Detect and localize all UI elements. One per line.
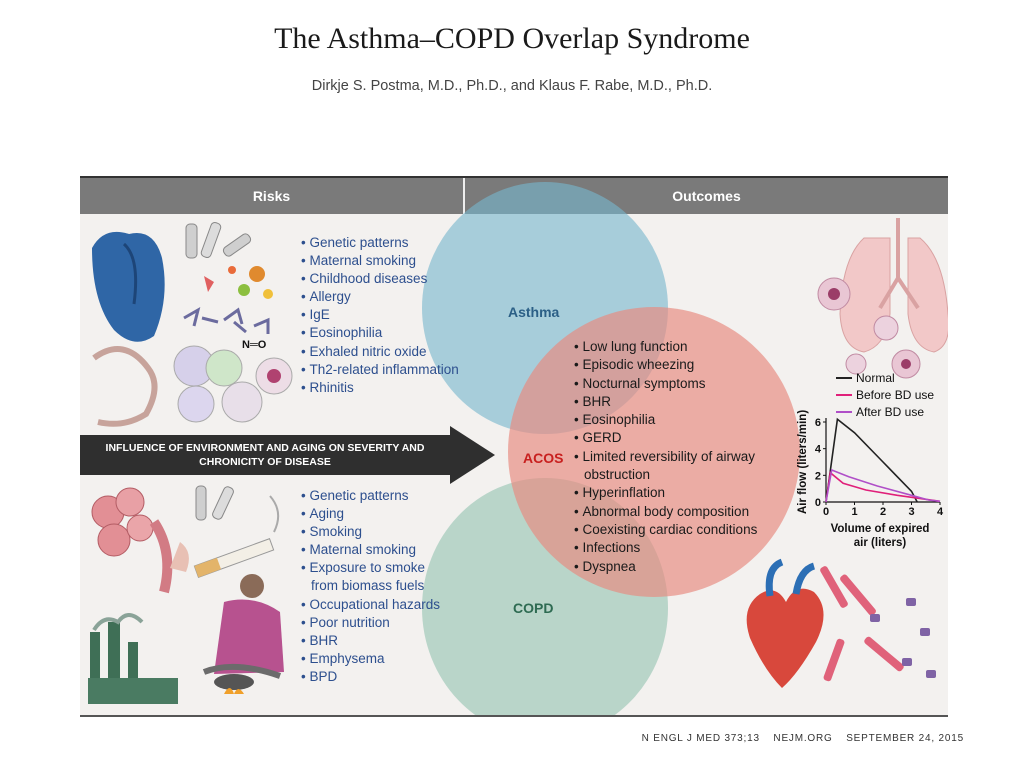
influence-arrow-head — [450, 426, 495, 484]
chart-xlabel-line1: Volume of expired — [831, 523, 930, 535]
list-item: Abnormal body composition — [574, 503, 757, 521]
list-item: IgE — [301, 306, 459, 324]
chart-x-tick-label: 4 — [937, 506, 944, 518]
chart-x-tick-label: 0 — [823, 506, 829, 518]
chart-ylabel: Air flow (liters/min) — [797, 410, 809, 514]
list-item: Eosinophilia — [574, 411, 757, 429]
header-risks: Risks — [80, 178, 463, 214]
journal-footer: N ENGL J MED 373;13 NEJM.ORG SEPTEMBER 2… — [632, 733, 964, 744]
chart-legend-label: After BD use — [856, 405, 924, 419]
body-composition-icon — [820, 566, 936, 682]
footer-date: SEPTEMBER 24, 2015 — [846, 733, 964, 744]
asthma-illustrations: N═O — [92, 222, 293, 427]
list-item: Genetic patterns — [301, 234, 459, 252]
chromosome-icon — [185, 222, 252, 259]
chart-legend-label: Before BD use — [856, 388, 934, 402]
list-item: Exhaled nitric oxide — [301, 343, 459, 361]
list-item: BHR — [574, 393, 757, 411]
list-item: Genetic patterns — [301, 487, 440, 505]
list-item: Limited reversibility of airway — [574, 448, 757, 466]
list-item: Smoking — [301, 523, 440, 541]
list-item: Emphysema — [301, 650, 440, 668]
list-item: BHR — [301, 632, 440, 650]
chart-series-line — [825, 417, 918, 503]
outcome-illustrations — [746, 218, 948, 688]
chart-y-tick-label: 4 — [815, 444, 822, 456]
list-item: Exposure to smoke — [301, 559, 440, 577]
list-item: Rhinitis — [301, 379, 459, 397]
alveoli-icon — [91, 487, 173, 594]
list-item: GERD — [574, 429, 757, 447]
chart-x-tick-label: 1 — [851, 506, 857, 518]
chart-y-tick-label: 0 — [815, 497, 821, 509]
asthma-label: Asthma — [508, 304, 560, 320]
chart-y-tick-label: 6 — [815, 417, 821, 429]
list-item: Hyperinflation — [574, 484, 757, 502]
list-item: Low lung function — [574, 338, 757, 356]
list-item: Coexisting cardiac conditions — [574, 521, 757, 539]
copd-label: COPD — [513, 600, 554, 616]
chart-plot: 0 1 2 3 4 0 2 4 6 — [815, 417, 944, 518]
header-divider — [463, 178, 465, 214]
acos-label: ACOS — [523, 450, 564, 466]
paper-title: The Asthma–COPD Overlap Syndrome — [274, 22, 750, 55]
list-item: Allergy — [301, 288, 459, 306]
list-item: Poor nutrition — [301, 614, 440, 632]
list-item: Episodic wheezing — [574, 356, 757, 374]
authors-line: Dirkje S. Postma, M.D., Ph.D., and Klaus… — [311, 78, 713, 94]
influence-arrow-text: INFLUENCE OF ENVIRONMENT AND AGING ON SE… — [105, 442, 425, 468]
lung-lobe-icon — [92, 231, 165, 342]
list-item: Dyspnea — [574, 558, 757, 576]
figure: Risks Outcomes N═O — [80, 176, 948, 717]
nose-profile-icon — [92, 346, 158, 427]
cigarette-icon — [170, 495, 280, 578]
chromosome-icon-copd — [195, 485, 234, 521]
heart-icon — [746, 558, 824, 688]
copd-illustrations — [88, 485, 284, 704]
inflammatory-cells-icon — [817, 277, 921, 379]
list-item: Occupational hazards — [301, 596, 440, 614]
copd-risk-list: Genetic patterns Aging Smoking Maternal … — [301, 487, 440, 686]
cells-icon — [173, 345, 293, 423]
list-item: Eosinophilia — [301, 324, 459, 342]
list-item: Maternal smoking — [301, 541, 440, 559]
list-item: Nocturnal symptoms — [574, 375, 757, 393]
list-item: Childhood diseases — [301, 270, 459, 288]
list-item: Th2-related inflammation — [301, 361, 458, 379]
no-molecule: N═O — [242, 339, 267, 351]
chart-y-tick-label: 2 — [815, 470, 821, 482]
lungs-icon — [839, 237, 948, 353]
list-item: Infections — [574, 539, 757, 557]
chart-x-tick-label: 3 — [908, 506, 914, 518]
footer-journal: N ENGL J MED 373;13 — [641, 733, 760, 744]
acos-outcome-list: Low lung function Episodic wheezing Noct… — [574, 338, 757, 576]
cooking-woman-icon — [202, 574, 284, 694]
list-item: BPD — [301, 668, 440, 686]
list-item: Maternal smoking — [301, 252, 459, 270]
asthma-risk-list: Genetic patterns Maternal smoking Childh… — [301, 234, 459, 397]
chart-series-line — [825, 468, 941, 503]
influence-arrow — [80, 435, 455, 475]
list-item: obstruction — [584, 467, 651, 483]
chart-xlabel-line2: air (liters) — [854, 537, 907, 549]
list-item: Aging — [301, 505, 440, 523]
footer-site: NEJM.ORG — [773, 733, 833, 744]
chart-x-tick-label: 2 — [880, 506, 886, 518]
list-item: from biomass fuels — [311, 578, 425, 594]
allergen-particles-icon — [183, 266, 273, 334]
chart-legend-label: Normal — [856, 371, 895, 385]
factory-icon — [88, 613, 178, 704]
